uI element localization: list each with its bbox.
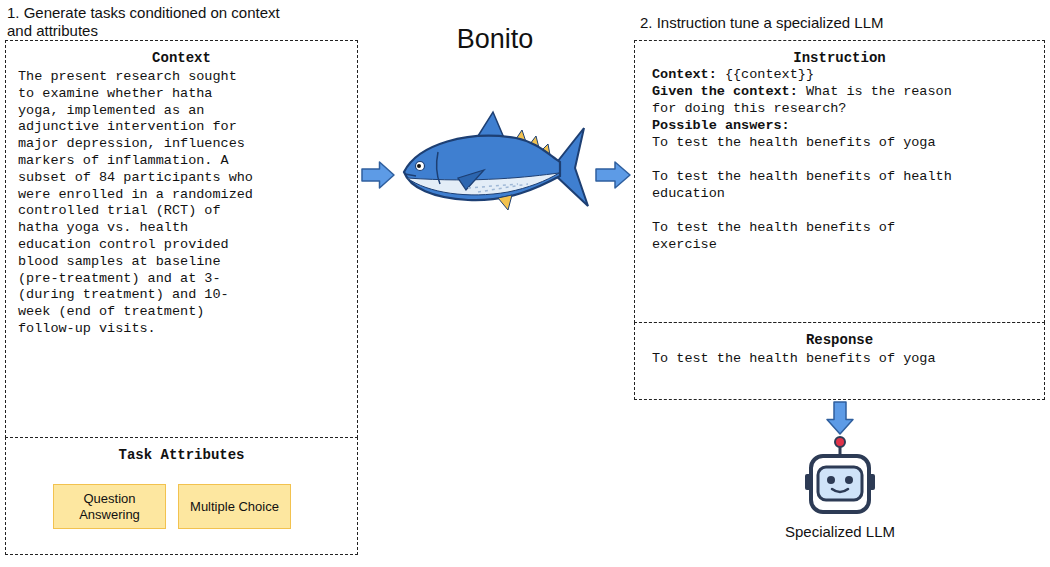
instruction-line: Given the context:What is the reason for… bbox=[652, 83, 958, 117]
field-name: Given the context: bbox=[652, 84, 798, 99]
instruction-line: Context: {{context}} bbox=[652, 66, 958, 83]
attributes-panel: Task AttributesQuestion Answering Multipl… bbox=[5, 437, 358, 555]
block-arrow bbox=[362, 162, 394, 188]
field-name: Possible answers: bbox=[652, 118, 790, 133]
step-label: 2. Instruction tune a specialized LLM bbox=[640, 14, 1040, 32]
section-heading: Instruction bbox=[635, 50, 1044, 66]
field-name: Context: bbox=[652, 67, 717, 82]
node-text: The present research sought to examine w… bbox=[18, 69, 258, 338]
node-text: Bonito bbox=[398, 24, 592, 55]
node-text: To test the health benefits of yoga bbox=[652, 350, 958, 367]
specialized-llm: Specialized LLM bbox=[775, 436, 905, 542]
context-panel: ContextThe present research sought to ex… bbox=[5, 40, 358, 438]
node-text: To test the health benefits of yoga bbox=[652, 134, 958, 151]
instruction-panel: InstructionContext:{{context}}Given the … bbox=[634, 40, 1045, 323]
section-heading: Task Attributes bbox=[6, 447, 357, 463]
node-text: Question Answering bbox=[54, 489, 165, 525]
bonito-model: Bonito bbox=[398, 22, 592, 247]
attribute-tag: Multiple Choice bbox=[178, 484, 291, 529]
node-text: {{context}} bbox=[725, 67, 814, 82]
block-arrow bbox=[596, 162, 630, 188]
response-panel: Response To test the health benefits of y… bbox=[634, 322, 1045, 400]
instruction-line: Possible answers: bbox=[652, 117, 958, 134]
robot-icon bbox=[775, 436, 905, 516]
node-text: To test the health benefits of health ed… bbox=[652, 168, 958, 202]
section-heading: Context bbox=[6, 50, 357, 66]
block-arrow bbox=[827, 402, 853, 434]
node-text: Multiple Choice bbox=[184, 497, 285, 517]
attribute-tag: Question Answering bbox=[53, 484, 166, 529]
node-text: To test the health benefits of exercise bbox=[652, 219, 958, 253]
step-label: 1. Generate tasks conditioned on context… bbox=[7, 4, 307, 40]
node-text: Specialized LLM bbox=[775, 523, 905, 540]
section-heading: Response bbox=[635, 332, 1044, 348]
bonito-fish bbox=[398, 92, 592, 242]
